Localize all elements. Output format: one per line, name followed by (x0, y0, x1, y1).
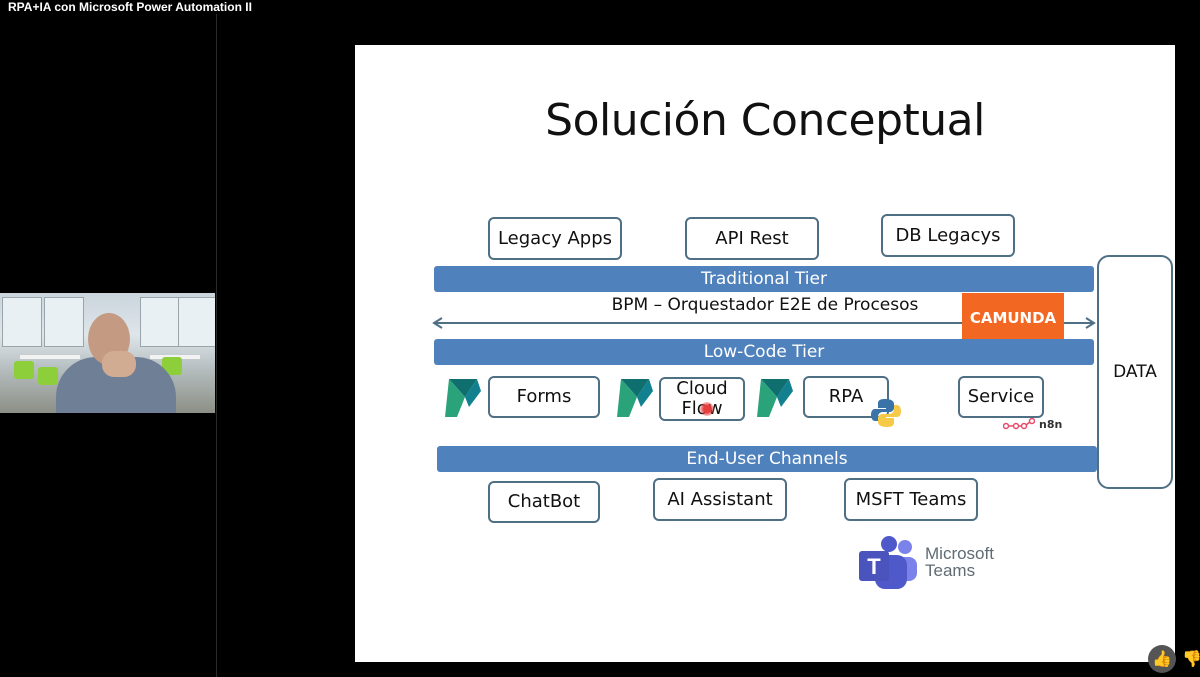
office-chair (38, 367, 58, 385)
slide-title: Solución Conceptual (545, 95, 985, 146)
camunda-logo: CAMUNDA (962, 293, 1064, 343)
presenter-hand (102, 351, 136, 377)
office-chair (14, 361, 34, 379)
video-title: RPA+IA con Microsoft Power Automation II (8, 0, 252, 14)
thumbs-up-icon[interactable]: 👍 (1148, 645, 1176, 673)
teams-wordmark-line1: Microsoft (925, 544, 994, 563)
end-user-channels-bar: End-User Channels (437, 446, 1097, 472)
presentation-slide: Solución Conceptual Legacy Apps API Rest… (355, 45, 1175, 662)
pointer-highlight (700, 402, 714, 416)
office-chair (162, 357, 182, 375)
api-rest-box: API Rest (685, 217, 819, 260)
data-box: DATA (1097, 255, 1173, 489)
thumbs-down-icon[interactable]: 👎 (1182, 651, 1200, 668)
chatbot-box: ChatBot (488, 481, 600, 523)
office-window (2, 297, 42, 347)
legacy-apps-box: Legacy Apps (488, 217, 622, 260)
office-desk (20, 355, 80, 359)
microsoft-teams-icon: T (859, 536, 917, 589)
power-automate-icon (757, 379, 793, 417)
microsoft-teams-wordmark: Microsoft Teams (925, 545, 994, 579)
office-window (178, 297, 215, 347)
db-legacys-box: DB Legacys (881, 214, 1015, 257)
service-box: Service (958, 376, 1044, 418)
python-icon (871, 399, 901, 427)
bpm-label: BPM – Orquestador E2E de Procesos (611, 295, 919, 315)
office-window (140, 297, 180, 347)
power-automate-icon (617, 379, 653, 417)
msft-teams-box: MSFT Teams (844, 478, 978, 521)
teams-wordmark-line2: Teams (925, 561, 976, 580)
webcam-feed (0, 293, 215, 413)
traditional-tier-bar: Traditional Tier (434, 266, 1094, 292)
n8n-icon (1003, 417, 1035, 430)
low-code-tier-bar: Low-Code Tier (434, 339, 1094, 365)
svg-text:T: T (867, 554, 881, 579)
n8n-label: n8n (1039, 417, 1063, 431)
panel-divider (216, 14, 217, 677)
forms-box: Forms (488, 376, 600, 418)
power-automate-icon (445, 379, 481, 417)
office-window (44, 297, 84, 347)
ai-assistant-box: AI Assistant (653, 478, 787, 521)
n8n-logo: n8n (1003, 417, 1062, 431)
